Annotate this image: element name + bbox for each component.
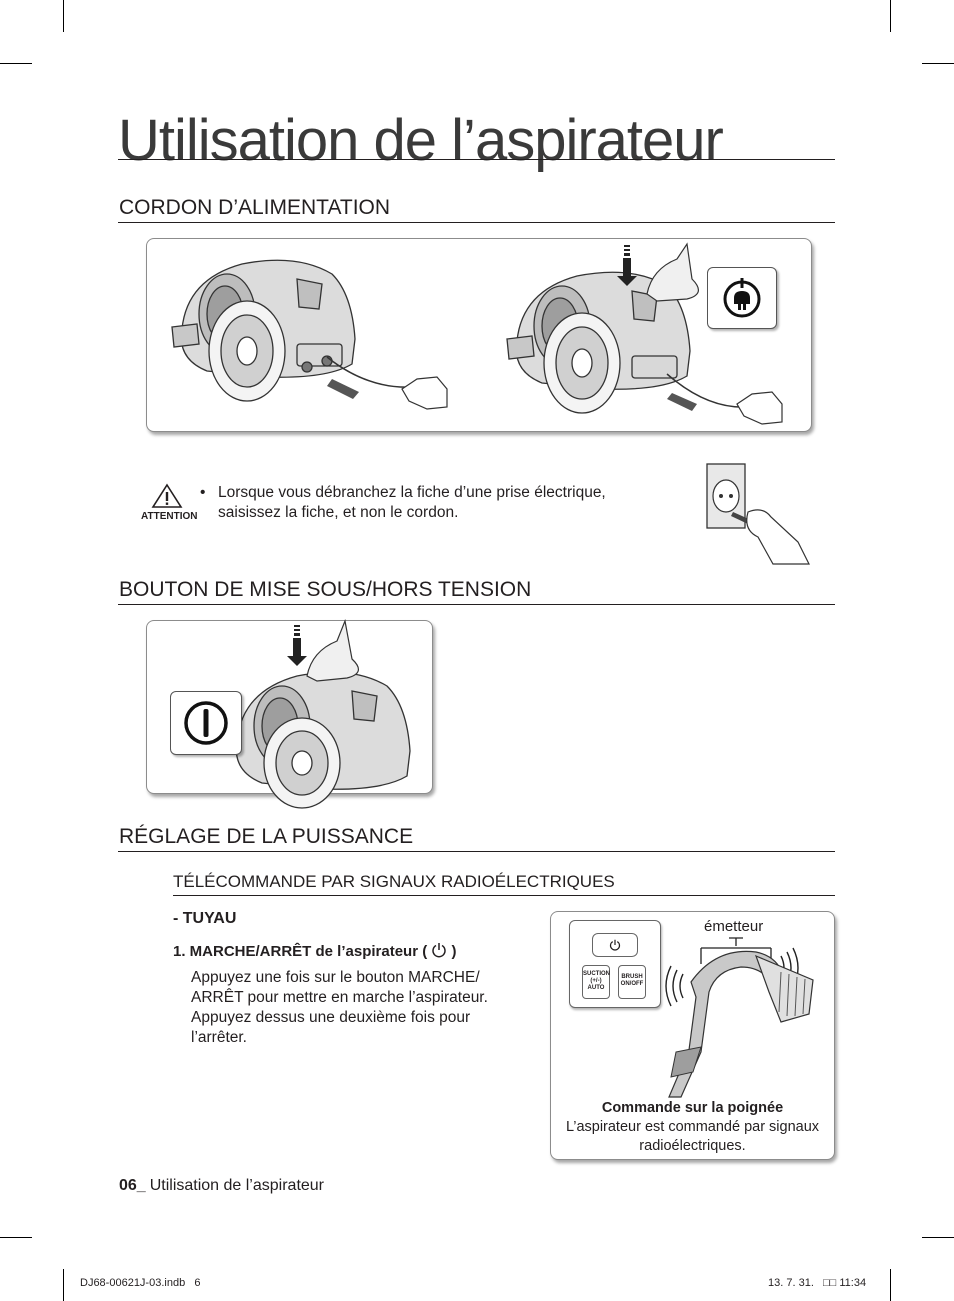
section-rule bbox=[118, 604, 835, 605]
subheading-rule bbox=[173, 895, 835, 896]
section-heading-power: BOUTON DE MISE SOUS/HORS TENSION bbox=[119, 578, 532, 601]
subheading-remote: TÉLÉCOMMANDE PAR SIGNAUX RADIOÉLECTRIQUE… bbox=[173, 872, 615, 891]
title-rule bbox=[118, 159, 835, 160]
power-icon bbox=[432, 943, 447, 958]
handle-control-panel: émetteur SUCTION (+/-) AUTO BRUSH ON/OFF… bbox=[550, 911, 835, 1160]
crop-mark bbox=[0, 63, 32, 64]
page-title: Utilisation de l’aspirateur bbox=[118, 108, 724, 173]
power-illustration-panel bbox=[146, 618, 433, 809]
section-heading-suction: RÉGLAGE DE LA PUISSANCE bbox=[119, 825, 414, 848]
foot-icon bbox=[306, 618, 359, 682]
page-number: 06_ bbox=[119, 1177, 146, 1194]
wall-socket-icon bbox=[706, 463, 810, 565]
print-date: 13. 7. 31. □□ 11:34 bbox=[768, 1277, 867, 1289]
caption-title: Commande sur la poignée bbox=[601, 1100, 784, 1116]
remote-power-button bbox=[592, 933, 638, 957]
crop-mark bbox=[890, 0, 891, 32]
cord-rewind-icon bbox=[707, 267, 777, 329]
step-title-close: ) bbox=[447, 943, 457, 960]
brush-label-2: ON/OFF bbox=[620, 981, 644, 987]
brush-label-1: BRUSH bbox=[621, 974, 643, 980]
section-rule bbox=[118, 851, 835, 852]
crop-mark bbox=[63, 0, 64, 32]
remote-brush-button: BRUSH ON/OFF bbox=[618, 965, 646, 999]
warning-icon bbox=[151, 483, 183, 508]
footer-section: Utilisation de l’aspirateur bbox=[149, 1177, 325, 1194]
step-title: 1. MARCHE/ARRÊT de l’aspirateur ( ) bbox=[173, 942, 457, 960]
hose-label: - TUYAU bbox=[173, 910, 237, 927]
crop-mark bbox=[63, 1269, 64, 1301]
suction-label-3: AUTO bbox=[587, 985, 605, 991]
attention-label: ATTENTION bbox=[141, 511, 198, 522]
remote-suction-button: SUCTION (+/-) AUTO bbox=[582, 965, 610, 999]
crop-mark bbox=[0, 1237, 32, 1238]
caption-text: L’aspirateur est commandé par signaux ra… bbox=[565, 1119, 820, 1154]
crop-mark bbox=[922, 63, 954, 64]
page-footer: 06_Utilisation de l’aspirateur bbox=[119, 1177, 324, 1195]
print-file: DJ68-00621J-03.indb 6 bbox=[80, 1277, 201, 1289]
power-button-icon bbox=[170, 691, 242, 755]
vacuum-illustration bbox=[171, 242, 783, 425]
step-text: Appuyez une fois sur le bouton MARCHE/ A… bbox=[191, 969, 488, 1046]
emitter-label: émetteur bbox=[704, 918, 764, 935]
attention-text: Lorsque vous débranchez la fiche d’une p… bbox=[218, 484, 606, 521]
remote-control-box: SUCTION (+/-) AUTO BRUSH ON/OFF bbox=[569, 920, 661, 1008]
crop-mark bbox=[922, 1237, 954, 1238]
hose-handle-illustration bbox=[665, 937, 814, 1098]
step-title-text: 1. MARCHE/ARRÊT de l’aspirateur ( bbox=[173, 943, 432, 960]
vacuum-illustration bbox=[235, 618, 411, 809]
section-heading-cord: CORDON D’ALIMENTATION bbox=[119, 196, 391, 219]
attention-bullet: • bbox=[200, 484, 206, 501]
section-rule bbox=[118, 222, 835, 223]
suction-label-1: SUCTION bbox=[583, 971, 610, 977]
suction-label-2: (+/-) bbox=[590, 978, 602, 984]
crop-mark bbox=[890, 1269, 891, 1301]
cord-illustration-panel bbox=[146, 238, 812, 432]
hand-plug-icon bbox=[746, 509, 810, 565]
